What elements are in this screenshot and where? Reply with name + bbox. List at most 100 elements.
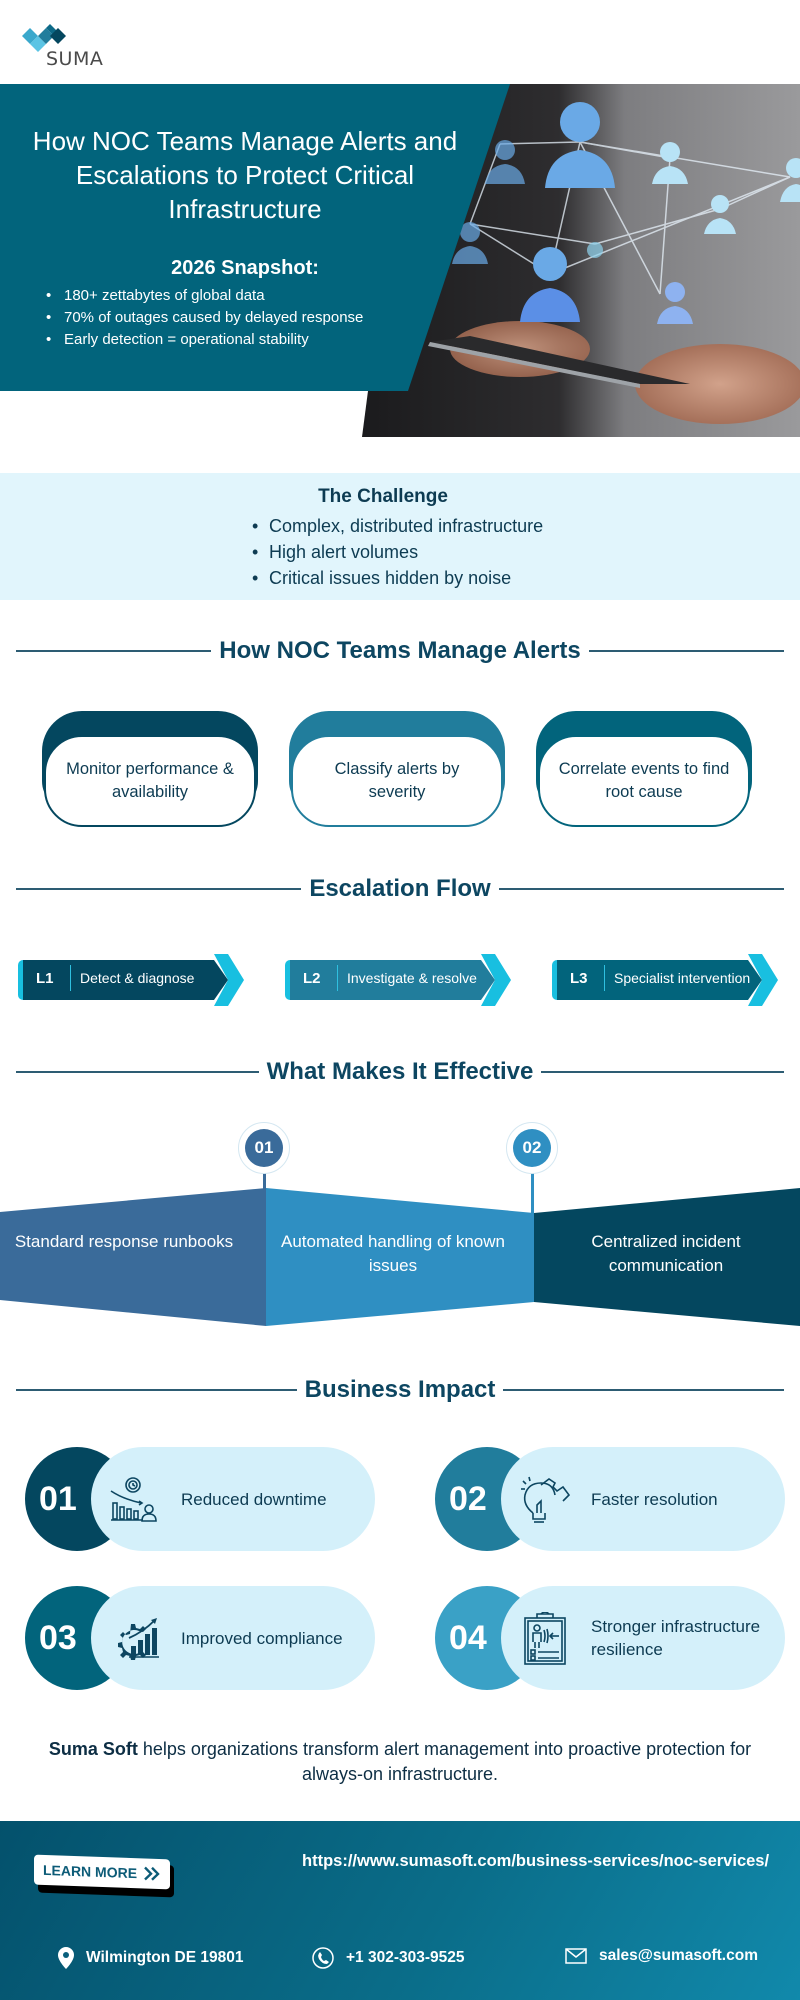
challenge-list: Complex, distributed infrastructure High… bbox=[252, 513, 543, 591]
ribbon-segment-1 bbox=[0, 1188, 266, 1326]
header: SUMA bbox=[0, 0, 800, 84]
separator bbox=[70, 965, 71, 991]
impact-pill bbox=[91, 1447, 375, 1551]
manage-card: Correlate events to find root cause bbox=[536, 711, 752, 827]
impact-label: Faster resolution bbox=[591, 1489, 718, 1509]
impact-label: Stronger infrastructure resilience bbox=[591, 1617, 761, 1659]
email-icon bbox=[565, 1948, 587, 1964]
section-title: What Makes It Effective bbox=[266, 1058, 534, 1085]
level-badge: L2 bbox=[303, 970, 321, 987]
marker-stem bbox=[531, 1172, 534, 1214]
divider-line bbox=[541, 1071, 784, 1073]
marker-number: 01 bbox=[245, 1129, 283, 1167]
divider-line bbox=[16, 1071, 259, 1073]
level-label: Detect & diagnose bbox=[80, 970, 195, 986]
separator bbox=[337, 965, 338, 991]
snapshot-item: 70% of outages caused by delayed respons… bbox=[46, 307, 363, 329]
hero-network-image bbox=[362, 84, 800, 437]
page-title: How NOC Teams Manage Alerts and Escalati… bbox=[32, 126, 458, 224]
marker-02: 02 bbox=[506, 1122, 558, 1174]
section-title: Escalation Flow bbox=[309, 875, 491, 902]
snapshot-title: 2026 Snapshot: bbox=[171, 257, 319, 279]
level-label: Specialist intervention bbox=[614, 970, 751, 986]
effective-item: Centralized incident communication bbox=[591, 1232, 741, 1275]
card-text: Monitor performance & availability bbox=[44, 735, 256, 827]
section-title: Business Impact bbox=[304, 1376, 496, 1403]
contact-phone: +1 302-303-9525 bbox=[312, 1947, 465, 1969]
escalation-heading: Escalation Flow bbox=[16, 871, 784, 907]
website-link[interactable]: https://www.sumasoft.com/business-servic… bbox=[302, 1852, 770, 1870]
snapshot-list: 180+ zettabytes of global data 70% of ou… bbox=[46, 285, 363, 351]
email-text[interactable]: sales@sumasoft.com bbox=[599, 1947, 758, 1964]
double-chevron-right-icon bbox=[144, 1866, 160, 1881]
clipboard-resilience-icon bbox=[524, 1612, 566, 1665]
manage-heading: How NOC Teams Manage Alerts bbox=[16, 633, 785, 669]
impact-item-3: 03 Improved compliance bbox=[25, 1586, 375, 1690]
escalation-level-3: L3 Specialist intervention bbox=[552, 953, 784, 1007]
divider-line bbox=[16, 1389, 297, 1391]
divider-line bbox=[16, 888, 302, 890]
impact-item-1: 01 Reduced downtime bbox=[25, 1447, 375, 1551]
chevron-arrow-icon bbox=[18, 954, 244, 1006]
closing-statement: Suma Soft helps organizations transform … bbox=[20, 1737, 780, 1787]
phone-text[interactable]: +1 302-303-9525 bbox=[346, 1949, 465, 1966]
contact-email: sales@sumasoft.com bbox=[565, 1947, 758, 1965]
card-text: Correlate events to find root cause bbox=[538, 735, 750, 827]
snapshot-item: 180+ zettabytes of global data bbox=[46, 285, 363, 307]
section-title: How NOC Teams Manage Alerts bbox=[219, 637, 581, 664]
marker-01: 01 bbox=[238, 1122, 290, 1174]
closing-text: helps organizations transform alert mana… bbox=[137, 1739, 752, 1784]
hero-banner: How NOC Teams Manage Alerts and Escalati… bbox=[0, 84, 800, 437]
button-face[interactable]: LEARN MORE bbox=[34, 1854, 170, 1890]
suma-logo-icon[interactable] bbox=[22, 24, 112, 70]
level-badge: L3 bbox=[570, 970, 588, 987]
address-text: Wilmington DE 19801 bbox=[86, 1949, 244, 1966]
effective-item: Automated handling of known issues bbox=[281, 1232, 505, 1275]
impact-pill bbox=[91, 1586, 375, 1690]
divider-line bbox=[588, 650, 785, 652]
gear-growth-chart-icon bbox=[118, 1618, 159, 1660]
contact-address: Wilmington DE 19801 bbox=[58, 1947, 243, 1969]
manage-card: Classify alerts by severity bbox=[289, 711, 505, 827]
snapshot-item: Early detection = operational stability bbox=[46, 329, 363, 351]
downtime-chart-icon bbox=[110, 1477, 157, 1522]
challenge-title: The Challenge bbox=[318, 486, 448, 507]
level-label: Investigate & resolve bbox=[347, 970, 477, 986]
escalation-level-1: L1 Detect & diagnose bbox=[18, 953, 250, 1007]
impact-item-4: 04 Stronger infrastructure resilience bbox=[435, 1586, 785, 1690]
manage-card: Monitor performance & availability bbox=[42, 711, 258, 827]
marker-stem bbox=[263, 1172, 266, 1190]
challenge-item: High alert volumes bbox=[252, 539, 543, 565]
effective-ribbon bbox=[0, 1188, 800, 1326]
lightbulb-puzzle-icon bbox=[521, 1476, 571, 1523]
challenge-item: Critical issues hidden by noise bbox=[252, 565, 543, 591]
level-badge: L1 bbox=[36, 970, 54, 987]
impact-pill bbox=[501, 1447, 785, 1551]
challenge-section: The Challenge Complex, distributed infra… bbox=[0, 473, 800, 600]
learn-more-button[interactable]: LEARN MORE bbox=[34, 1854, 174, 1898]
impact-label: Improved compliance bbox=[181, 1628, 343, 1648]
location-pin-icon bbox=[58, 1947, 74, 1969]
marker-number: 02 bbox=[513, 1129, 551, 1167]
logo-text: SUMA bbox=[46, 48, 104, 70]
separator bbox=[604, 965, 605, 991]
divider-line bbox=[498, 888, 784, 890]
footer: LEARN MORE https://www.sumasoft.com/busi… bbox=[0, 1821, 800, 2000]
ribbon-segment-3 bbox=[534, 1188, 800, 1326]
ribbon-segment-2 bbox=[266, 1188, 534, 1326]
impact-label: Reduced downtime bbox=[181, 1489, 327, 1509]
learn-more-label: LEARN MORE bbox=[42, 1861, 138, 1882]
card-text: Classify alerts by severity bbox=[291, 735, 503, 827]
impact-heading: Business Impact bbox=[16, 1372, 785, 1408]
escalation-level-2: L2 Investigate & resolve bbox=[285, 953, 517, 1007]
brand-name: Suma Soft bbox=[48, 1739, 138, 1759]
effective-heading: What Makes It Effective bbox=[16, 1054, 784, 1090]
effective-item: Standard response runbooks bbox=[14, 1232, 234, 1251]
challenge-item: Complex, distributed infrastructure bbox=[252, 513, 543, 539]
phone-icon bbox=[312, 1947, 334, 1969]
divider-line bbox=[16, 650, 212, 652]
chevron-arrow-icon bbox=[285, 954, 511, 1006]
impact-item-2: 02 Faster resolution bbox=[435, 1447, 785, 1551]
divider-line bbox=[503, 1389, 785, 1391]
chevron-arrow-icon bbox=[552, 954, 778, 1006]
